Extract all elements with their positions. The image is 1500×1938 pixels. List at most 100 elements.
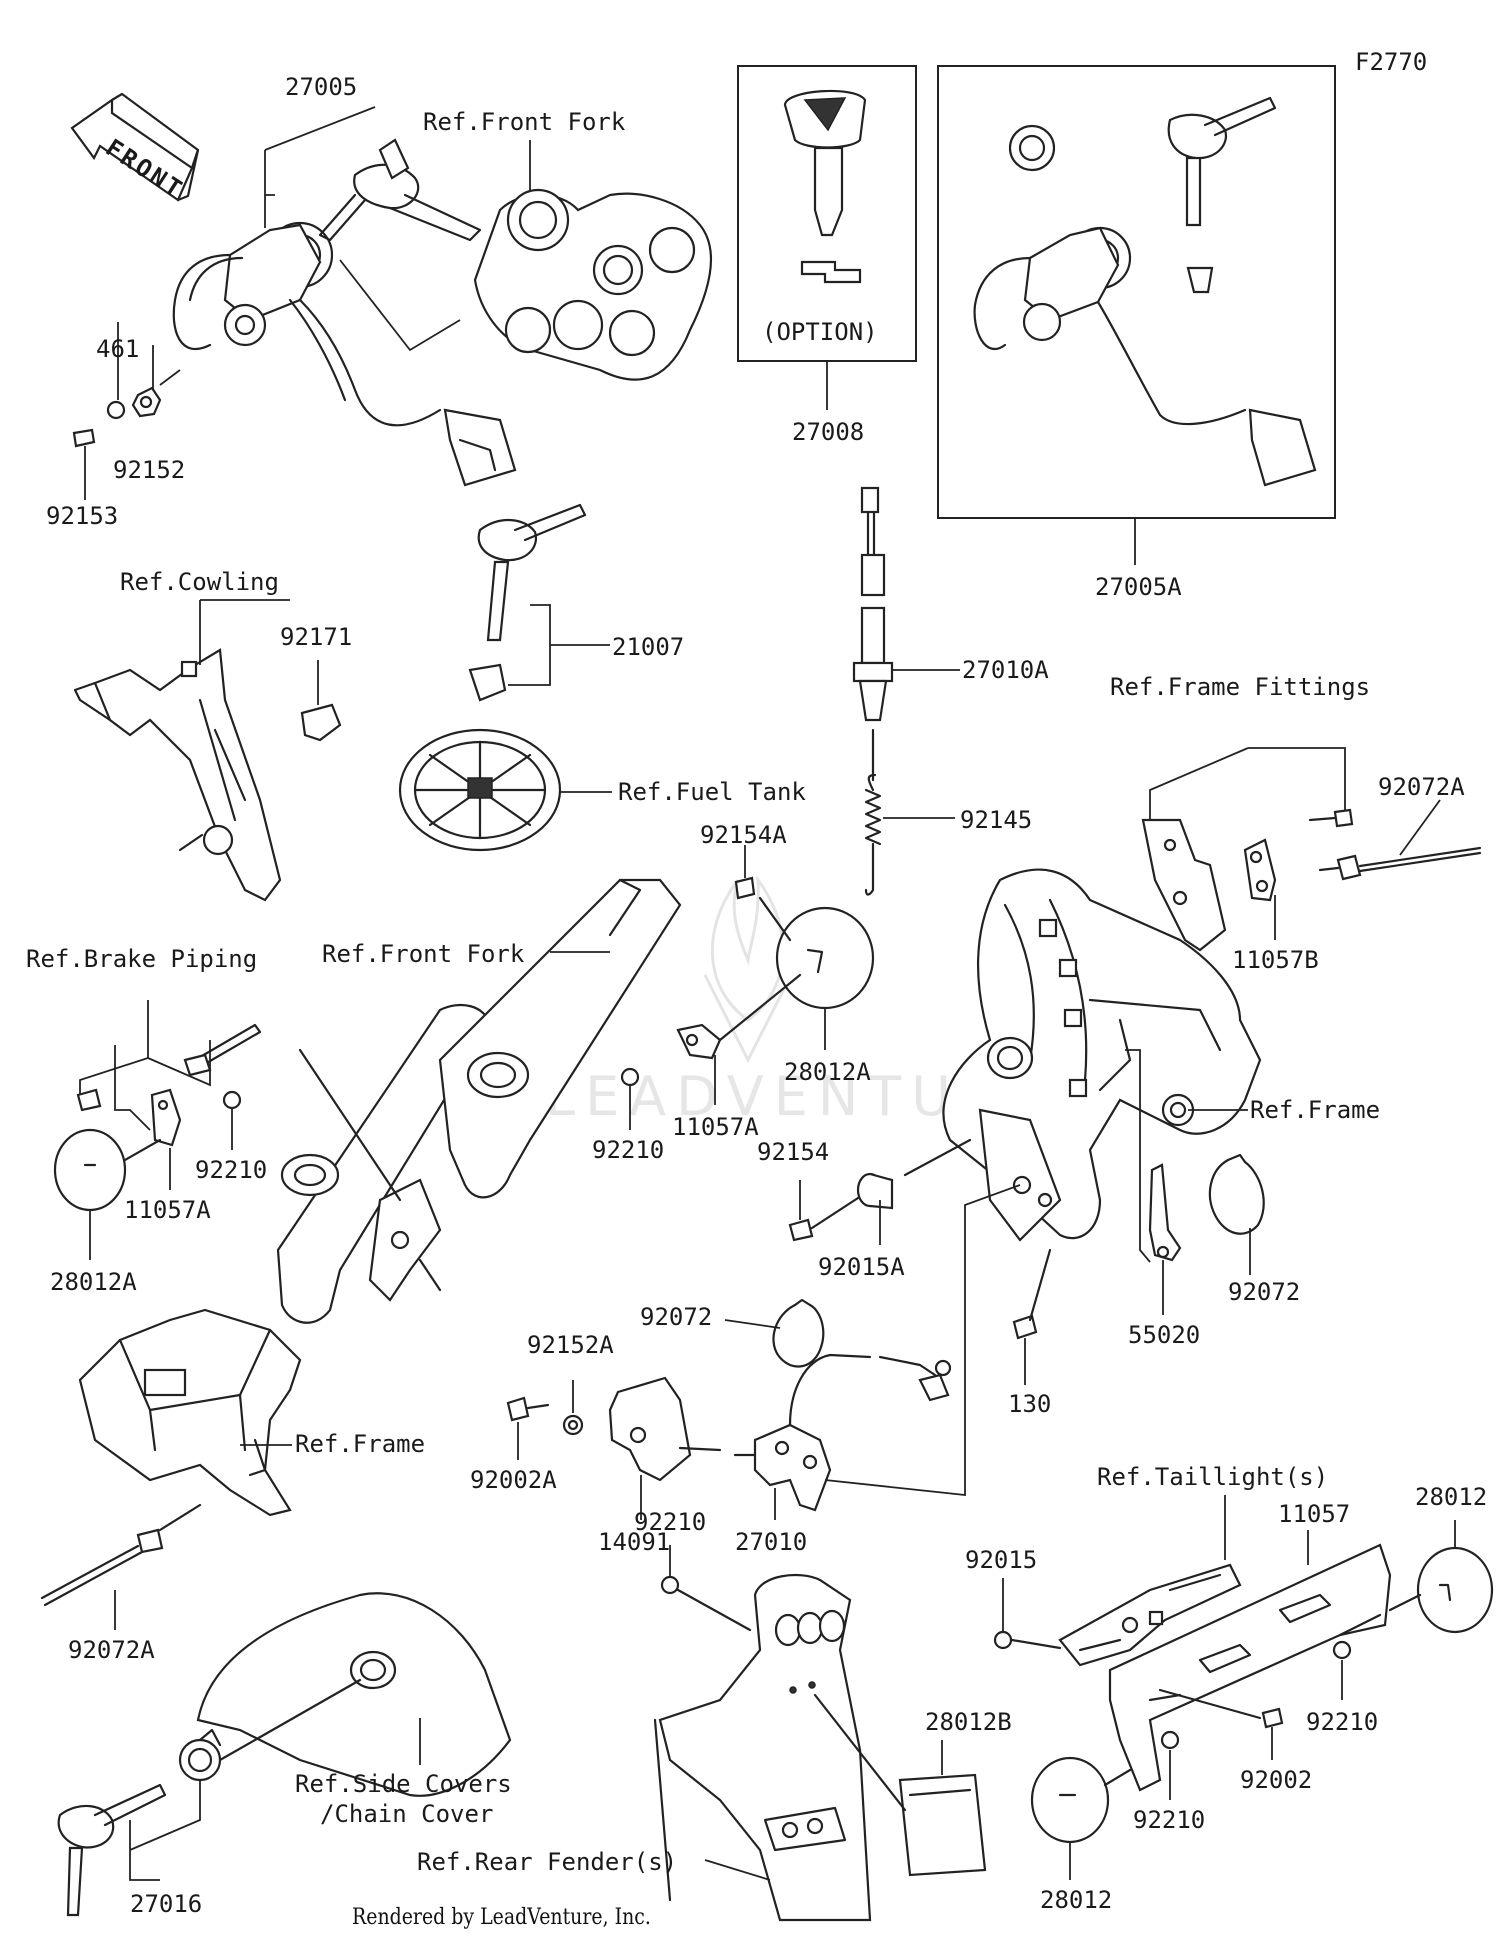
callout-92210-rr: 92210 (1306, 1708, 1378, 1736)
option-key-27008 (783, 89, 867, 284)
callout-92072a-right: 92072A (1378, 773, 1465, 801)
callout-ref-front-fork-top: Ref.Front Fork (423, 108, 626, 136)
cowling-bracket (73, 648, 282, 902)
rear-fender (653, 1573, 872, 1922)
callout-92210-left: 92210 (195, 1156, 267, 1184)
ignition-switch-assembly-27005 (172, 221, 517, 487)
callout-92002: 92002 (1240, 1766, 1312, 1794)
bolt-92153 (72, 428, 96, 448)
callout-92171: 92171 (280, 623, 352, 651)
callout-28012-top: 28012 (1415, 1483, 1487, 1511)
callout-21007: 21007 (612, 633, 684, 661)
taillight-bracket-ref (1058, 1563, 1242, 1667)
callout-27008: 27008 (792, 418, 864, 446)
callout-ref-brake-piping: Ref.Brake Piping (26, 945, 257, 973)
front-direction-arrow: FRONT (70, 92, 200, 205)
callout-92154: 92154 (757, 1138, 829, 1166)
callout-461: 461 (96, 335, 139, 363)
spacer-92015a (856, 1172, 894, 1210)
license-bracket-11057 (1108, 1543, 1392, 1792)
callout-11057b: 11057B (1232, 946, 1319, 974)
callout-ref-side-covers-1: Ref.Side Covers (295, 1770, 512, 1798)
nut-92152 (131, 386, 162, 418)
callout-92015a: 92015A (818, 1253, 905, 1281)
callout-11057a-left: 11057A (124, 1196, 211, 1224)
washer-92152a (562, 1414, 584, 1436)
switch-27010a (852, 486, 894, 722)
nut-92210-rb (1160, 1730, 1180, 1750)
callout-ref-frame-left: Ref.Frame (295, 1430, 425, 1458)
nut-92210-left (222, 1090, 242, 1110)
callout-ref-side-covers-2: /Chain Cover (320, 1800, 493, 1828)
callout-28012a-mid: 28012A (784, 1058, 871, 1086)
footer-credit: Rendered by LeadVenture, Inc. (352, 1905, 651, 1930)
callout-27016: 27016 (130, 1890, 202, 1918)
cover-14091 (608, 1376, 722, 1482)
callout-11057: 11057 (1278, 1500, 1350, 1528)
figure-code: F2770 (1355, 48, 1427, 76)
option-label: (OPTION) (762, 318, 878, 346)
callout-27010a: 27010A (962, 656, 1049, 684)
callout-92210-mid: 92210 (592, 1136, 664, 1164)
frame-fitting-bracket (1141, 808, 1354, 952)
callout-92072-mid: 92072 (640, 1303, 712, 1331)
reflector-cap-28012a-left (53, 1128, 127, 1212)
callout-11057a-mid: 11057A (672, 1113, 759, 1141)
bolt-130 (1012, 1314, 1038, 1340)
spring-92145 (864, 728, 882, 896)
key-blank-27005 (318, 138, 482, 242)
callout-27010: 27010 (735, 1528, 807, 1556)
side-cover (196, 1592, 512, 1797)
band-92072-mid (772, 1298, 825, 1368)
callout-28012-bottom: 28012 (1040, 1886, 1112, 1914)
callout-ref-taillights: Ref.Taillight(s) (1097, 1463, 1328, 1491)
reflector-28012-bottom (1030, 1756, 1110, 1844)
bracket-55020 (1148, 1163, 1182, 1262)
nut-92210-rr (1332, 1640, 1352, 1660)
callout-28012b: 28012B (925, 1708, 1012, 1736)
callout-92152a: 92152A (527, 1331, 614, 1359)
callout-92210-rb: 92210 (1133, 1806, 1205, 1834)
frame-rear-left (78, 1308, 302, 1517)
fuel-cap-key-21007 (468, 503, 587, 702)
callout-92002a: 92002A (470, 1466, 557, 1494)
fuel-tank-cap (398, 728, 562, 852)
nut-92210-lower (660, 1575, 680, 1595)
callout-92145: 92145 (960, 806, 1032, 834)
callout-ref-fuel-tank: Ref.Fuel Tank (618, 778, 806, 806)
callout-ref-frame-right: Ref.Frame (1250, 1096, 1380, 1124)
callout-ref-rear-fender: Ref.Rear Fender(s) (417, 1848, 677, 1876)
front-fork-legs (276, 878, 682, 1324)
callout-28012a-left: 28012A (50, 1268, 137, 1296)
callout-ref-frame-fittings: Ref.Frame Fittings (1110, 673, 1370, 701)
callout-92153: 92153 (46, 502, 118, 530)
reflector-28012b (898, 1773, 987, 1877)
bolt-92002a (506, 1396, 530, 1422)
seat-lock-key-27016 (57, 1783, 167, 1917)
frame-center (942, 868, 1262, 1242)
ignition-set-box (937, 65, 1336, 519)
reflector-cap-28012a-mid (775, 906, 875, 1010)
callout-92154a: 92154A (700, 821, 787, 849)
callout-92210-lower: 92210 (634, 1508, 706, 1536)
cable-92072a-right (1318, 846, 1482, 881)
callout-55020: 55020 (1128, 1321, 1200, 1349)
callout-92072a-left: 92072A (68, 1636, 155, 1664)
bracket-11057a-mid (676, 1023, 722, 1060)
bracket-11057b (1243, 838, 1277, 902)
bolt-92154a (734, 876, 756, 900)
seat-lock-27016 (178, 1678, 362, 1782)
ignition-set-27005a (973, 96, 1317, 487)
callout-27005a: 27005A (1095, 573, 1182, 601)
reflector-28012-top (1416, 1546, 1494, 1634)
upper-fork-bracket (473, 188, 712, 381)
band-92072-right (1208, 1153, 1265, 1235)
callout-14091: 14091 (598, 1528, 670, 1556)
bolt-92154 (788, 1218, 814, 1242)
clamp-92171 (300, 703, 342, 742)
brake-pipe-clamp (183, 1023, 262, 1077)
callout-27005: 27005 (285, 73, 357, 101)
nut-92210-mid (620, 1067, 640, 1087)
